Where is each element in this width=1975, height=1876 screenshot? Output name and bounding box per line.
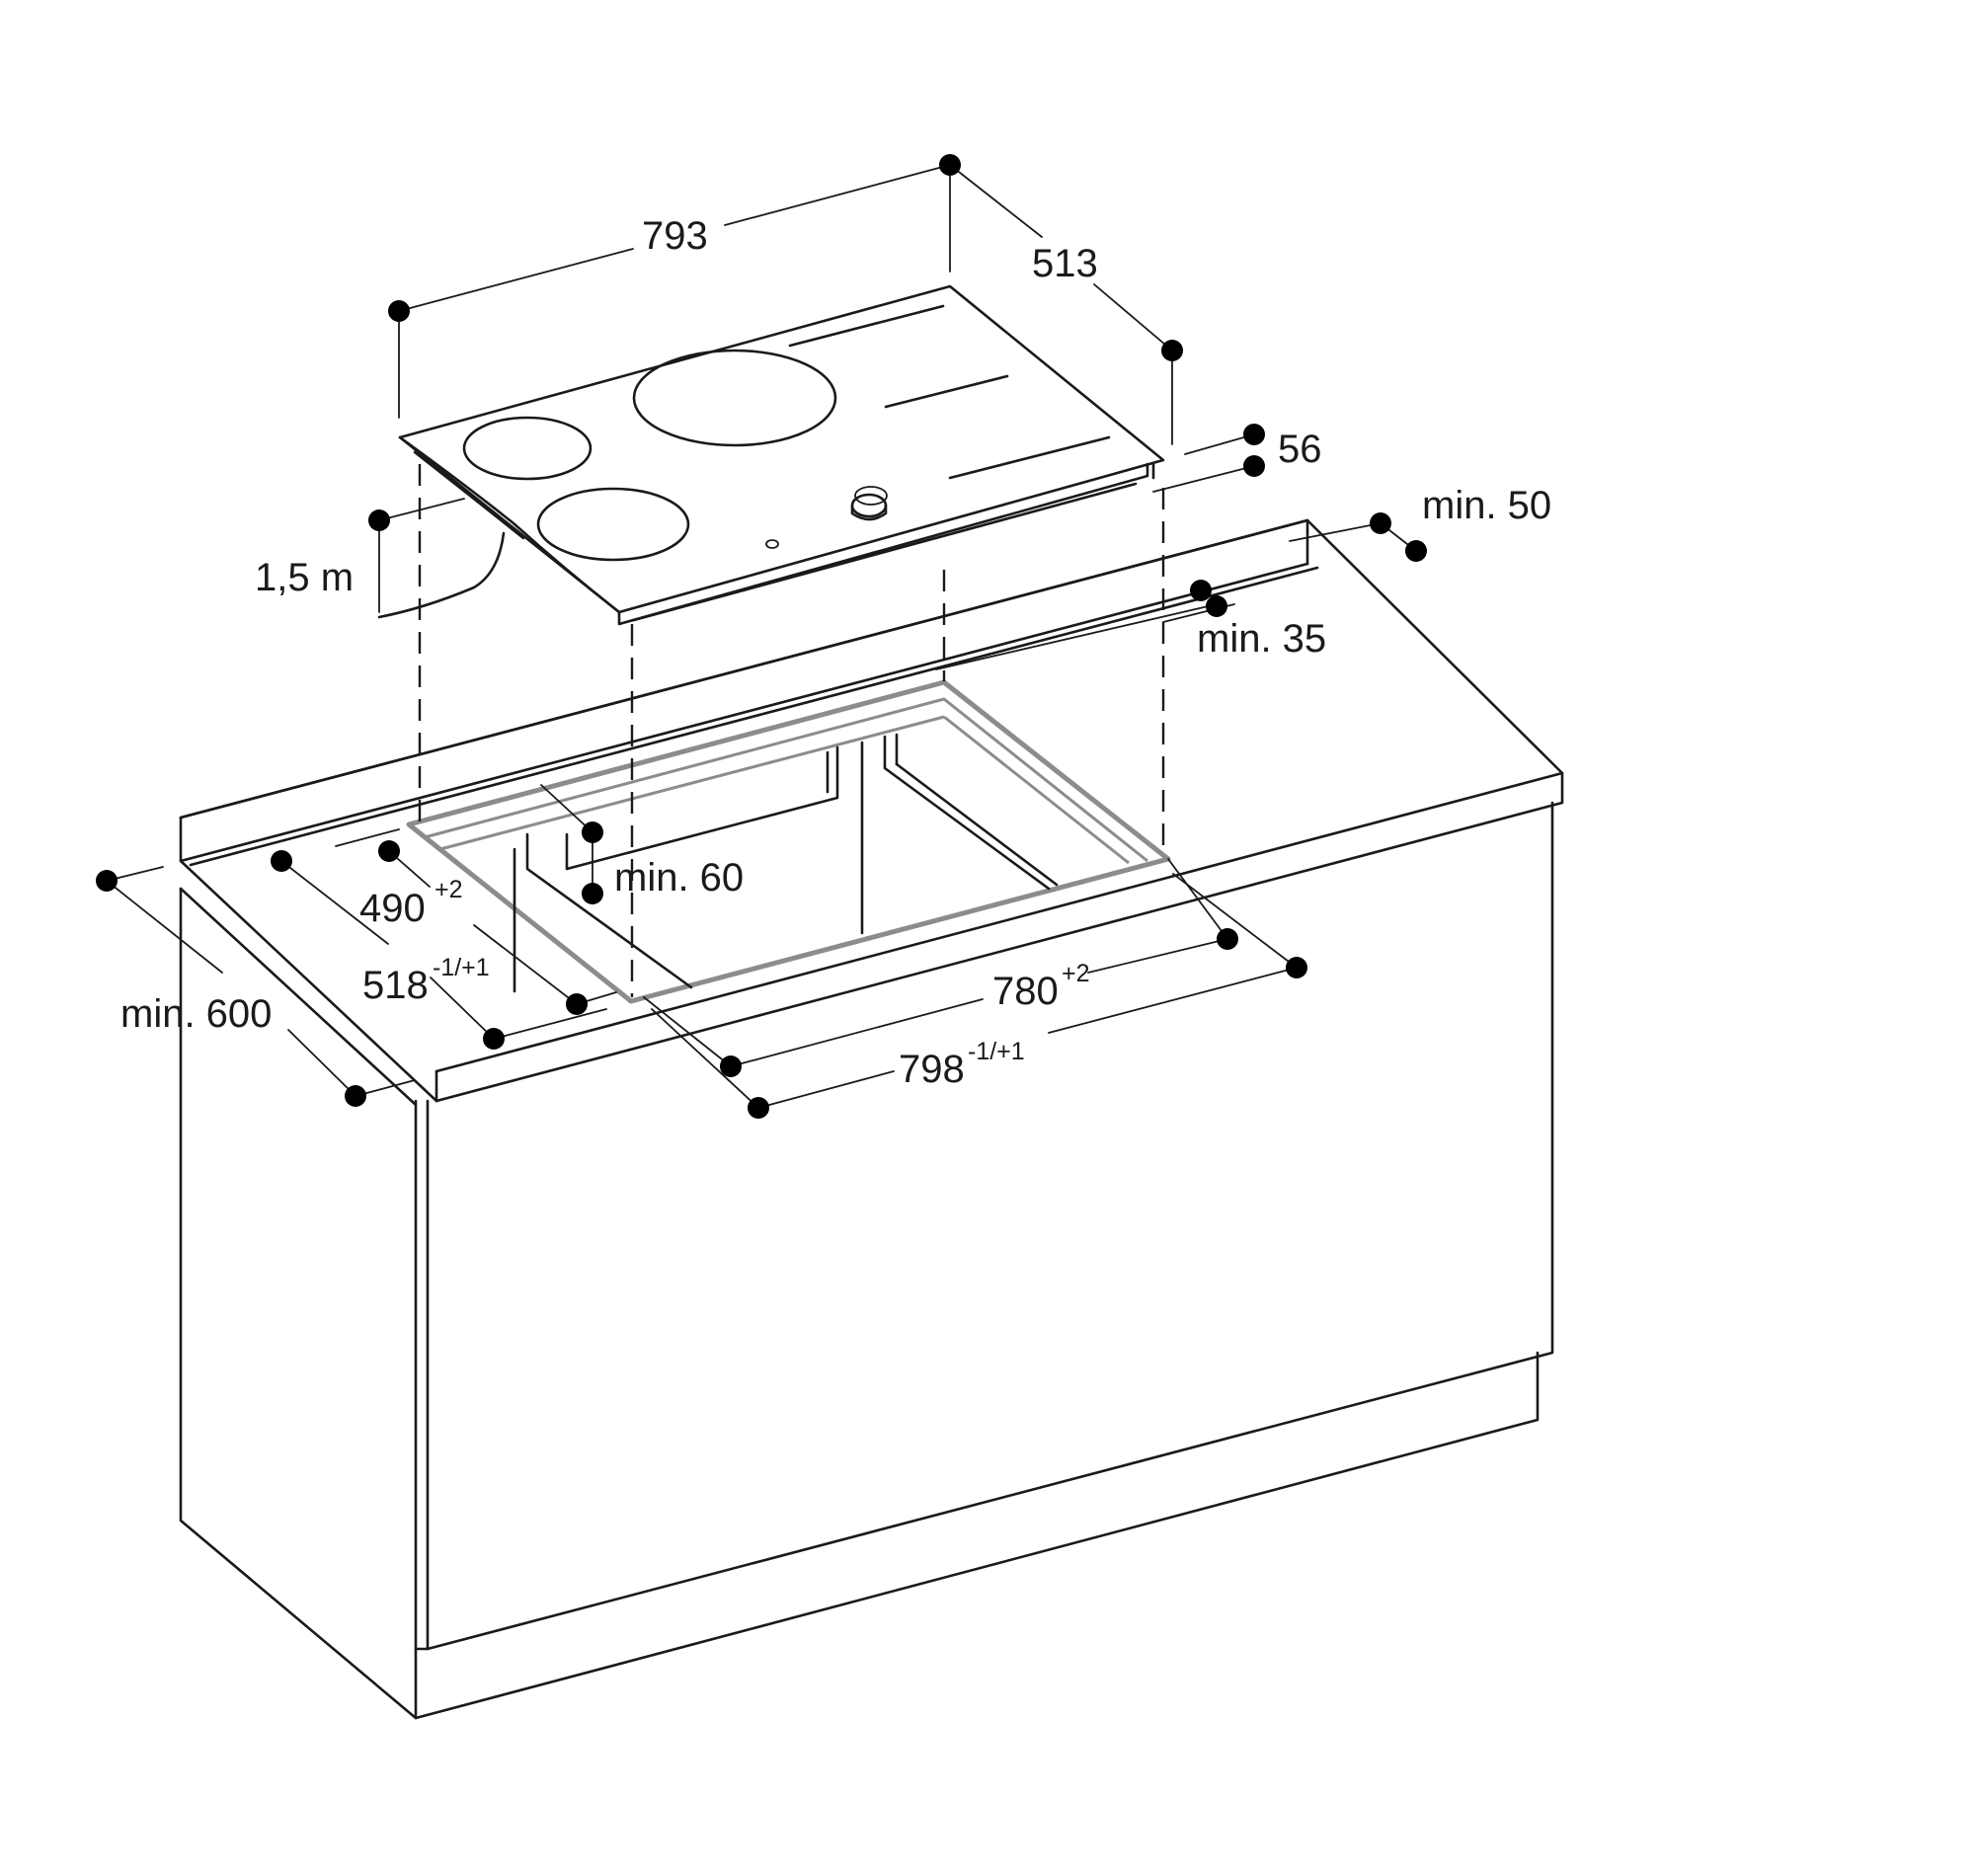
label-490: 490 xyxy=(359,887,426,930)
label-513: 513 xyxy=(1032,242,1098,285)
label-780-tolerance: +2 xyxy=(1062,960,1090,987)
power-cable xyxy=(377,531,506,619)
projection-lines xyxy=(418,464,1165,997)
control-knob-icon xyxy=(850,486,888,521)
dimension-labels: 793 513 56 min. 50 min. 35 1,5 m min. 60… xyxy=(120,214,1551,1091)
kitchen-cabinet xyxy=(179,518,1564,1720)
label-min-35: min. 35 xyxy=(1197,617,1326,661)
induction-hob xyxy=(398,284,1165,626)
label-min-60: min. 60 xyxy=(614,856,744,899)
large-zone xyxy=(632,349,837,447)
label-518: 518 xyxy=(362,964,429,1007)
label-798: 798 xyxy=(899,1048,965,1091)
indicator-light xyxy=(765,539,779,549)
small-zone-left xyxy=(462,416,592,481)
label-490-tolerance: +2 xyxy=(434,876,463,903)
dimension-lines xyxy=(106,164,1417,1109)
label-min-600: min. 600 xyxy=(120,992,272,1036)
dimension-dots xyxy=(96,154,1427,1119)
label-793: 793 xyxy=(642,214,708,258)
label-518-tolerance: -1/+1 xyxy=(433,954,490,981)
label-56: 56 xyxy=(1278,428,1322,471)
small-zone-front xyxy=(536,487,690,562)
worktop-cutout xyxy=(406,679,1171,1004)
label-min-50: min. 50 xyxy=(1422,484,1551,527)
label-798-tolerance: -1/+1 xyxy=(968,1038,1025,1065)
label-780: 780 xyxy=(992,970,1059,1013)
label-cable-length: 1,5 m xyxy=(255,556,354,599)
